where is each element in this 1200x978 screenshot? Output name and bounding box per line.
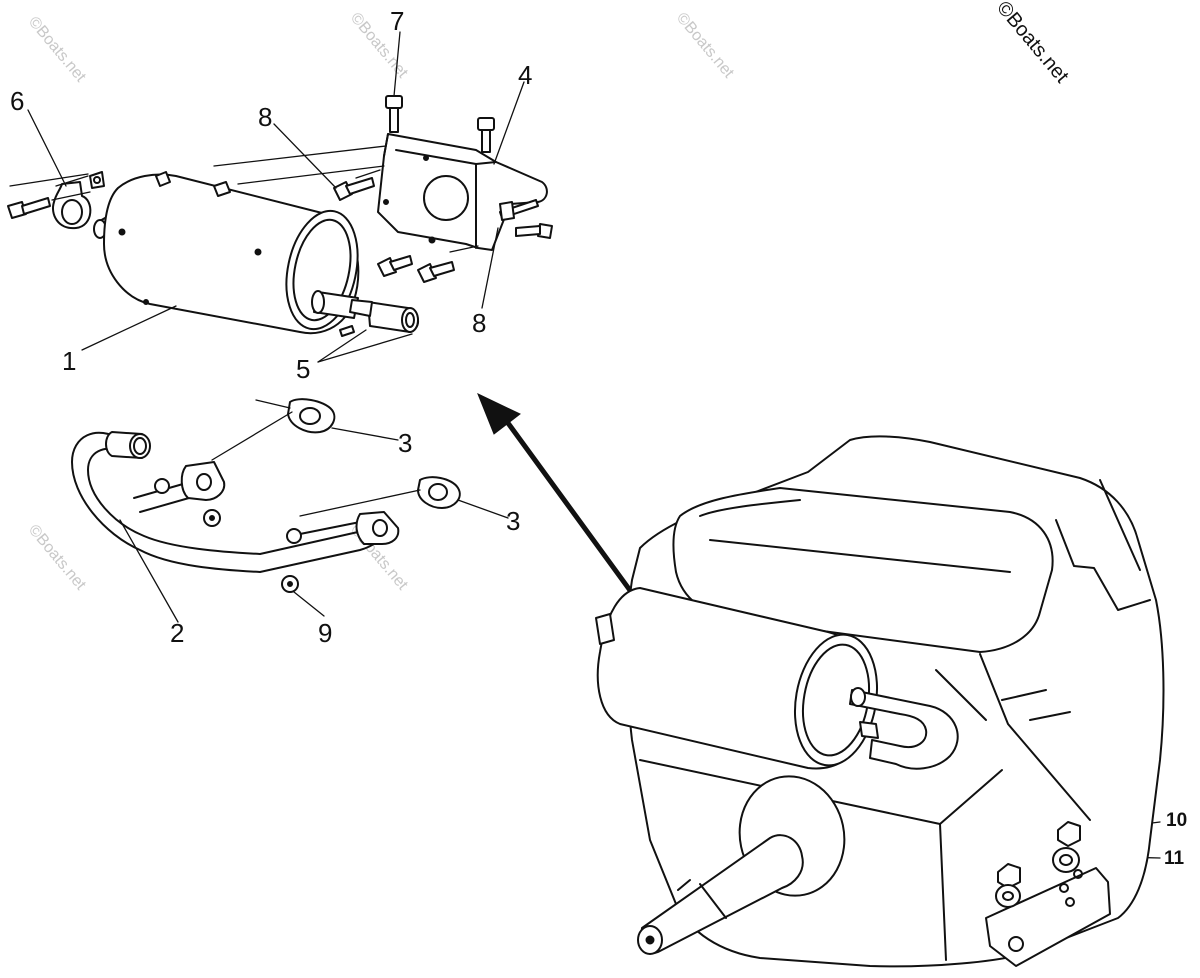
copyright-text: ©Boats.net xyxy=(992,0,1073,88)
callout-8b: 8 xyxy=(472,308,486,338)
callout-1: 1 xyxy=(62,346,76,376)
outlet-tip xyxy=(339,299,419,337)
watermark-3: ©Boats.net xyxy=(673,10,737,82)
callout-8a: 8 xyxy=(258,102,272,132)
callout-10: 10 xyxy=(1166,810,1187,831)
clamp xyxy=(52,181,92,230)
bolts xyxy=(7,95,553,283)
mounting-bracket xyxy=(377,133,548,251)
engine xyxy=(595,435,1165,968)
callout-7: 7 xyxy=(390,6,404,36)
callout-2: 2 xyxy=(170,618,184,648)
callout-5: 5 xyxy=(296,354,310,384)
muffler xyxy=(93,171,360,335)
callout-6: 6 xyxy=(10,86,24,116)
watermark-4: ©Boats.net xyxy=(25,522,89,594)
watermark-1: ©Boats.net xyxy=(25,14,89,86)
callouts: 1 2 3 3 4 5 6 7 8 8 9 10 11 xyxy=(10,6,1187,869)
callout-3b: 3 xyxy=(506,506,520,536)
callout-4: 4 xyxy=(518,60,532,90)
callout-11: 11 xyxy=(1164,848,1185,869)
exhaust-pipe xyxy=(71,431,400,593)
gaskets xyxy=(211,398,461,517)
callout-9: 9 xyxy=(318,618,332,648)
assembly-lines-top xyxy=(9,145,479,253)
callout-3a: 3 xyxy=(398,428,412,458)
